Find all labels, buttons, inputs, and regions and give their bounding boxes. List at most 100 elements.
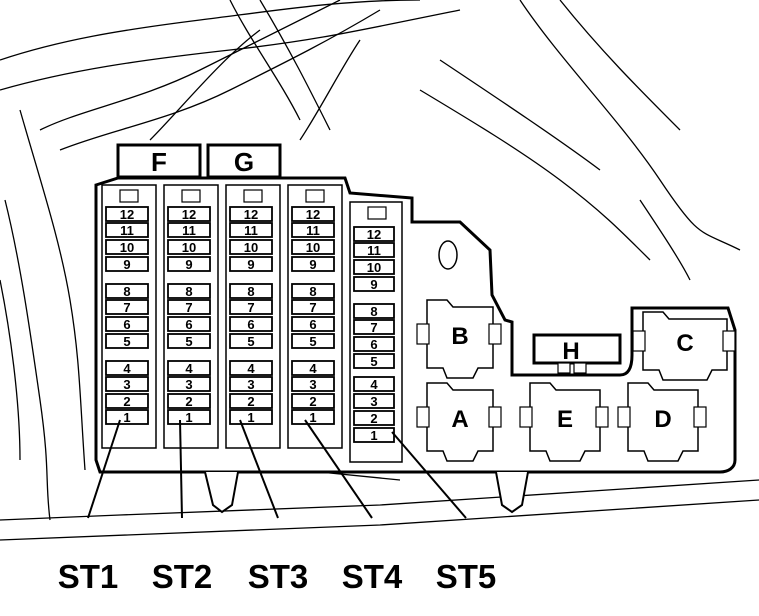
fuse-st2-9[interactable]: 9 bbox=[167, 256, 211, 272]
fuse-number: 1 bbox=[309, 410, 316, 425]
fuse-st2-1[interactable]: 1 bbox=[167, 409, 211, 425]
fuse-st5-10[interactable]: 10 bbox=[353, 259, 395, 275]
fuse-st1-12[interactable]: 12 bbox=[105, 206, 149, 222]
fuse-number: 5 bbox=[185, 334, 192, 349]
fuse-number: 2 bbox=[247, 394, 254, 409]
relay-D[interactable]: D bbox=[617, 382, 707, 462]
fuse-st5-5[interactable]: 5 bbox=[353, 353, 395, 369]
mounting-hole bbox=[438, 240, 458, 270]
fuse-st3-8[interactable]: 8 bbox=[229, 283, 273, 299]
fuse-number: 11 bbox=[182, 223, 196, 238]
fuse-number: 6 bbox=[370, 337, 377, 352]
fuse-st2-8[interactable]: 8 bbox=[167, 283, 211, 299]
fuse-number: 7 bbox=[123, 300, 130, 315]
fuse-number: 1 bbox=[370, 428, 377, 443]
fuse-st5-11[interactable]: 11 bbox=[353, 242, 395, 258]
fuse-st5-4[interactable]: 4 bbox=[353, 376, 395, 392]
relay-C[interactable]: C bbox=[632, 311, 736, 381]
fuse-number: 5 bbox=[247, 334, 254, 349]
relay-terminal bbox=[488, 323, 502, 345]
relay-A[interactable]: A bbox=[416, 382, 502, 462]
fuse-number: 6 bbox=[309, 317, 316, 332]
fuse-st4-1[interactable]: 1 bbox=[291, 409, 335, 425]
fuse-st5-3[interactable]: 3 bbox=[353, 393, 395, 409]
fuse-st3-10[interactable]: 10 bbox=[229, 239, 273, 255]
fuse-number: 2 bbox=[370, 411, 377, 426]
fuse-st3-4[interactable]: 4 bbox=[229, 360, 273, 376]
fuse-st2-11[interactable]: 11 bbox=[167, 222, 211, 238]
fuse-number: 9 bbox=[370, 277, 377, 292]
fuse-st1-3[interactable]: 3 bbox=[105, 376, 149, 392]
fuse-st3-6[interactable]: 6 bbox=[229, 316, 273, 332]
relay-terminal bbox=[617, 406, 631, 428]
fuse-st3-3[interactable]: 3 bbox=[229, 376, 273, 392]
fuse-st5-9[interactable]: 9 bbox=[353, 276, 395, 292]
fuse-st2-7[interactable]: 7 bbox=[167, 299, 211, 315]
fuse-st1-2[interactable]: 2 bbox=[105, 393, 149, 409]
fuse-st5-8[interactable]: 8 bbox=[353, 303, 395, 319]
fuse-number: 9 bbox=[247, 257, 254, 272]
fuse-st3-7[interactable]: 7 bbox=[229, 299, 273, 315]
fuse-number: 11 bbox=[306, 223, 320, 238]
fuse-st1-8[interactable]: 8 bbox=[105, 283, 149, 299]
fuse-st4-12[interactable]: 12 bbox=[291, 206, 335, 222]
fuse-number: 6 bbox=[185, 317, 192, 332]
fuse-st4-10[interactable]: 10 bbox=[291, 239, 335, 255]
fuse-st5-7[interactable]: 7 bbox=[353, 319, 395, 335]
fuse-number: 11 bbox=[120, 223, 134, 238]
fuse-st1-5[interactable]: 5 bbox=[105, 333, 149, 349]
connector-F-label: F bbox=[151, 147, 167, 177]
fuse-st4-11[interactable]: 11 bbox=[291, 222, 335, 238]
fuse-st2-2[interactable]: 2 bbox=[167, 393, 211, 409]
fuse-st1-1[interactable]: 1 bbox=[105, 409, 149, 425]
fuse-st1-10[interactable]: 10 bbox=[105, 239, 149, 255]
fuse-st5-1[interactable]: 1 bbox=[353, 427, 395, 443]
fuse-number: 12 bbox=[306, 207, 320, 222]
fuse-st5-12[interactable]: 12 bbox=[353, 226, 395, 242]
fuse-st4-4[interactable]: 4 bbox=[291, 360, 335, 376]
strip-label-st3: ST3 bbox=[248, 558, 309, 595]
fuse-st1-9[interactable]: 9 bbox=[105, 256, 149, 272]
fuse-st4-2[interactable]: 2 bbox=[291, 393, 335, 409]
fuse-st2-3[interactable]: 3 bbox=[167, 376, 211, 392]
fuse-st4-7[interactable]: 7 bbox=[291, 299, 335, 315]
fuse-number: 4 bbox=[309, 361, 317, 376]
fuse-number: 12 bbox=[182, 207, 196, 222]
fuse-st4-9[interactable]: 9 bbox=[291, 256, 335, 272]
fuse-puller-slot bbox=[305, 189, 325, 203]
fuse-st1-4[interactable]: 4 bbox=[105, 360, 149, 376]
relay-B[interactable]: B bbox=[416, 299, 502, 379]
fuse-st3-9[interactable]: 9 bbox=[229, 256, 273, 272]
fuse-st3-1[interactable]: 1 bbox=[229, 409, 273, 425]
leader-line bbox=[87, 419, 121, 519]
relay-label: C bbox=[676, 330, 693, 357]
fuse-st4-6[interactable]: 6 bbox=[291, 316, 335, 332]
fuse-st1-7[interactable]: 7 bbox=[105, 299, 149, 315]
fuse-st3-11[interactable]: 11 bbox=[229, 222, 273, 238]
fuse-st3-5[interactable]: 5 bbox=[229, 333, 273, 349]
fuse-st2-10[interactable]: 10 bbox=[167, 239, 211, 255]
fuse-number: 7 bbox=[185, 300, 192, 315]
fuse-st3-2[interactable]: 2 bbox=[229, 393, 273, 409]
fuse-puller-slot bbox=[181, 189, 201, 203]
fuse-st3-12[interactable]: 12 bbox=[229, 206, 273, 222]
fuse-st2-4[interactable]: 4 bbox=[167, 360, 211, 376]
fuse-st2-6[interactable]: 6 bbox=[167, 316, 211, 332]
fuse-st2-5[interactable]: 5 bbox=[167, 333, 211, 349]
relay-label: E bbox=[557, 406, 573, 433]
fuse-st4-8[interactable]: 8 bbox=[291, 283, 335, 299]
relay-terminal bbox=[693, 406, 707, 428]
fuse-number: 4 bbox=[247, 361, 255, 376]
fuse-st1-11[interactable]: 11 bbox=[105, 222, 149, 238]
fuse-st4-5[interactable]: 5 bbox=[291, 333, 335, 349]
strip-label-st4: ST4 bbox=[342, 558, 403, 595]
fuse-st2-12[interactable]: 12 bbox=[167, 206, 211, 222]
fuse-st5-2[interactable]: 2 bbox=[353, 410, 395, 426]
relay-E[interactable]: E bbox=[519, 382, 609, 462]
fuse-number: 12 bbox=[367, 227, 381, 242]
fuse-st5-6[interactable]: 6 bbox=[353, 336, 395, 352]
fuse-st1-6[interactable]: 6 bbox=[105, 316, 149, 332]
fuse-number: 2 bbox=[123, 394, 130, 409]
fuse-st4-3[interactable]: 3 bbox=[291, 376, 335, 392]
